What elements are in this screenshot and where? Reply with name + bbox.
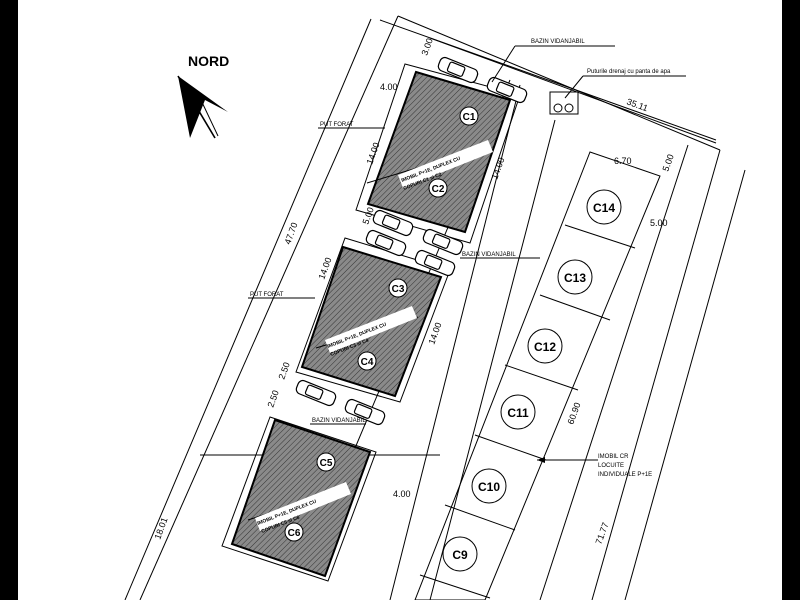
label-bazin-top: BAZIN VIDANJABIL xyxy=(531,39,585,45)
dim-47-70: 47.70 xyxy=(282,221,299,246)
unit-c9: C9 xyxy=(452,548,468,562)
label-imobil-cr-2: LOCUITE xyxy=(598,463,624,469)
unit-c12: C12 xyxy=(534,340,556,354)
dim-2-50-b: 2.50 xyxy=(265,389,280,409)
lot-3 xyxy=(221,416,377,582)
label-bazin-low: BAZIN VIDANJABIL xyxy=(312,418,366,424)
dim-14-00-left: 14.00 xyxy=(364,141,381,166)
site-plan: IMOBIL P+1E, DUPLEX CU COPURI C1 si C2 I… xyxy=(124,15,746,600)
dim-4-00-bottom: 4.00 xyxy=(393,489,411,499)
drawing-frame: IMOBIL P+1E, DUPLEX CU COPURI C1 si C2 I… xyxy=(18,0,782,600)
dim-3-00: 3.00 xyxy=(419,37,434,57)
dim-5-00-mid: 5.00 xyxy=(360,206,375,226)
right-lot-row xyxy=(414,151,661,600)
unit-c14: C14 xyxy=(593,201,615,215)
dim-5-00-right: 5.00 xyxy=(660,153,675,173)
drain-wells xyxy=(549,91,579,115)
unit-c1: C1 xyxy=(463,112,476,123)
dim-4-00-top: 4.00 xyxy=(380,82,398,92)
dim-5-00-right2: 5.00 xyxy=(650,218,668,228)
parked-cars xyxy=(295,56,528,426)
dim-60-90: 60.90 xyxy=(565,401,582,426)
unit-c10: C10 xyxy=(478,480,500,494)
unit-c5: C5 xyxy=(320,458,333,469)
unit-c2: C2 xyxy=(432,184,445,195)
unit-circles-duplex: C1 C2 C3 C4 C5 C6 xyxy=(284,106,479,542)
callout-labels: BAZIN VIDANJABIL Puturile drenaj cu pant… xyxy=(248,39,686,478)
dim-6-70: 6.70 xyxy=(614,156,632,166)
plot-boundary xyxy=(124,15,746,600)
label-imobil-cr-3: INDIVIDUALE P+1E xyxy=(598,472,652,478)
unit-circles-right: C14 C13 C12 C11 C10 C9 xyxy=(442,189,622,572)
north-label: NORD xyxy=(188,53,229,69)
label-put-forat-1: PUT FORAT xyxy=(320,122,354,128)
unit-c13: C13 xyxy=(564,271,586,285)
label-bazin-mid: BAZIN VIDANJABIL xyxy=(462,252,516,258)
label-imobil-cr-1: IMOBIL CR xyxy=(598,454,629,460)
unit-c11: C11 xyxy=(507,406,529,420)
unit-c3: C3 xyxy=(392,284,405,295)
unit-c6: C6 xyxy=(288,528,301,539)
dim-14-00-right: 14.00 xyxy=(489,156,506,181)
label-puturi-top: Puturile drenaj cu panta de apa xyxy=(587,69,671,75)
dim-2-50-a: 2.50 xyxy=(276,361,291,381)
unit-c4: C4 xyxy=(361,357,374,368)
dim-18-01: 18.01 xyxy=(152,516,169,541)
north-arrow xyxy=(177,75,228,139)
label-put-forat-2: PUT FORAT xyxy=(250,292,284,298)
